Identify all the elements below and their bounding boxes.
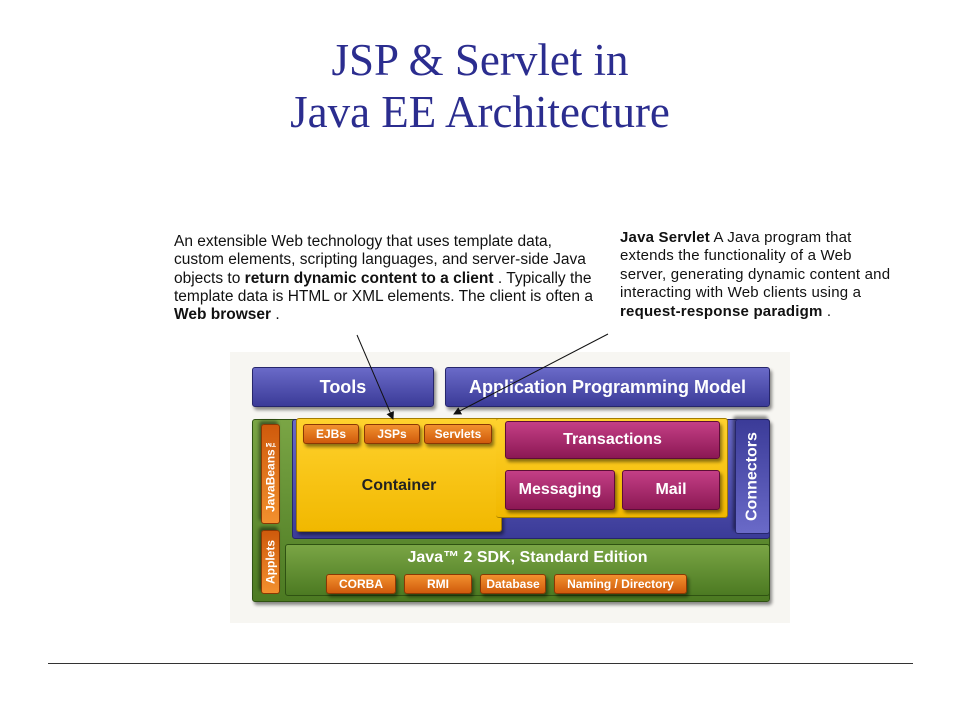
jsp-desc-bold-1: return dynamic content to a client (244, 269, 494, 287)
naming-directory-block: Naming / Directory (554, 574, 687, 594)
servlet-description: Java Servlet A Java program that extends… (620, 229, 900, 321)
servlet-desc-text-1: A Java program that extends the function… (620, 229, 891, 302)
slide-title: JSP & Servlet in Java EE Architecture (0, 34, 960, 138)
title-line-2: Java EE Architecture (290, 87, 670, 137)
messaging-block: Messaging (505, 470, 615, 510)
mail-block: Mail (622, 470, 720, 510)
rmi-block: RMI (404, 574, 472, 594)
ejbs-block: EJBs (303, 424, 359, 444)
connectors-block: Connectors (735, 419, 770, 534)
tools-block: Tools (252, 367, 434, 407)
applets-block: Applets (261, 530, 280, 594)
javabeans-block: JavaBeans™ (261, 424, 280, 524)
servlet-desc-text-2: . (822, 302, 832, 320)
title-line-1: JSP & Servlet in (331, 35, 629, 85)
database-block: Database (480, 574, 546, 594)
servlets-block: Servlets (424, 424, 492, 444)
servlet-desc-bold-2: request-response paradigm (620, 302, 823, 320)
jsp-description: An extensible Web technology that uses t… (174, 233, 604, 324)
jsp-desc-text-1: An extensible Web technology that uses t… (174, 233, 586, 287)
servlet-desc-bold-1: Java Servlet (620, 229, 710, 246)
jsp-desc-text-3: . (271, 306, 280, 324)
architecture-diagram: Tools Application Programming Model Java… (230, 352, 790, 623)
jsp-desc-bold-2: Web browser (174, 306, 272, 324)
footer-divider (48, 663, 913, 664)
jsps-block: JSPs (364, 424, 420, 444)
apm-block: Application Programming Model (445, 367, 770, 407)
transactions-block: Transactions (505, 421, 720, 459)
corba-block: CORBA (326, 574, 396, 594)
jsp-desc-text-2: . Typically the template data is HTML or… (174, 269, 593, 305)
